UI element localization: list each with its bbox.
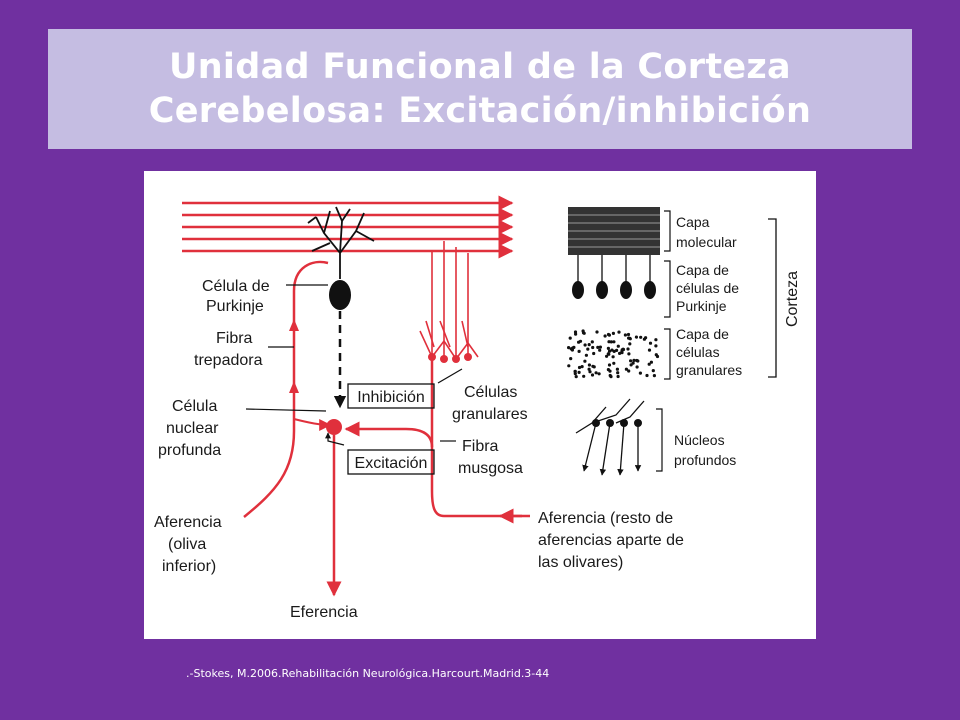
label-aferencia-resto-3: las olivares) xyxy=(538,554,623,571)
legend-nucleos-2: profundos xyxy=(674,452,736,468)
legend-purkinje-1: Capa de xyxy=(676,262,729,278)
label-aferencia-oliva-3: inferior) xyxy=(162,558,216,575)
slide-title-line-2: Cerebelosa: Excitación/inhibición xyxy=(148,91,812,131)
legend-granular-3: granulares xyxy=(676,362,742,378)
label-aferencia-oliva-1: Aferencia xyxy=(154,514,222,531)
bracket-corteza xyxy=(768,218,777,378)
bracket-nucleos xyxy=(656,408,663,472)
bracket-molecular xyxy=(664,210,671,252)
legend-purkinje-2: células de xyxy=(676,280,739,296)
inhibicion-label: Inhibición xyxy=(357,389,425,406)
mossy-fiber xyxy=(344,421,522,518)
climbing-fiber xyxy=(243,260,329,518)
cerebellar-circuit-figure: Inhibición Excitación Célula de Purkinje… xyxy=(144,171,816,639)
excitacion-box xyxy=(347,449,435,475)
legend-purkinje-3: Purkinje xyxy=(676,298,727,314)
bracket-granular xyxy=(664,328,671,380)
circuit-diagram: Inhibición Excitación Célula de Purkinje… xyxy=(154,195,801,621)
title-box: Unidad Funcional de la Corteza Cerebelos… xyxy=(48,29,912,149)
legend-purkinje-layer xyxy=(572,255,656,299)
bracket-purkinje xyxy=(664,260,671,318)
legend-nucleos-1: Núcleos xyxy=(674,432,725,448)
label-granulares-1: Células xyxy=(464,384,517,401)
legend-molecular-1: Capa xyxy=(676,214,710,230)
parallel-fibers xyxy=(182,195,514,259)
label-purkinje-1: Célula de xyxy=(202,278,270,295)
slide-title-line-1: Unidad Funcional de la Corteza xyxy=(169,47,791,87)
excitation-pointer xyxy=(325,432,345,446)
granule-cells xyxy=(419,241,479,361)
label-trepadora-1: Fibra xyxy=(216,330,253,347)
climbing-collateral xyxy=(293,418,332,431)
label-musgosa-1: Fibra xyxy=(462,438,499,455)
label-aferencia-resto-1: Aferencia (resto de xyxy=(538,510,673,527)
label-nuclear-2: nuclear xyxy=(166,420,219,437)
label-granulares-2: granulares xyxy=(452,406,528,423)
label-trepadora-2: trepadora xyxy=(194,352,263,369)
legend-granular-2: células xyxy=(676,344,720,360)
label-eferencia: Eferencia xyxy=(290,604,358,621)
label-nuclear-1: Célula xyxy=(172,398,217,415)
excitacion-label: Excitación xyxy=(355,455,428,472)
legend-granular-layer xyxy=(567,329,660,379)
purkinje-dendrites xyxy=(307,206,375,279)
climbing-fiber-arrows xyxy=(289,319,299,393)
deep-nuclear-cell xyxy=(326,419,342,435)
purkinje-cell-body xyxy=(329,280,351,310)
legend-corteza: Corteza xyxy=(784,271,801,327)
label-aferencia-resto-2: aferencias aparte de xyxy=(538,532,684,549)
citation: .-Stokes, M.2006.Rehabilitación Neurológ… xyxy=(186,667,550,680)
callout-lines xyxy=(245,284,463,442)
legend-deep-nuclei xyxy=(575,398,645,476)
label-nuclear-3: profunda xyxy=(158,442,221,459)
label-purkinje-2: Purkinje xyxy=(206,298,264,315)
legend-molecular-2: molecular xyxy=(676,234,737,250)
granule-cell-bodies xyxy=(428,353,472,363)
legend-molecular-layer xyxy=(568,207,660,255)
legend-nuclei-bodies xyxy=(592,419,642,427)
label-aferencia-oliva-2: (oliva xyxy=(168,536,206,553)
label-musgosa-2: musgosa xyxy=(458,460,523,477)
legend-granular-1: Capa de xyxy=(676,326,729,342)
inhibicion-box xyxy=(347,383,435,409)
